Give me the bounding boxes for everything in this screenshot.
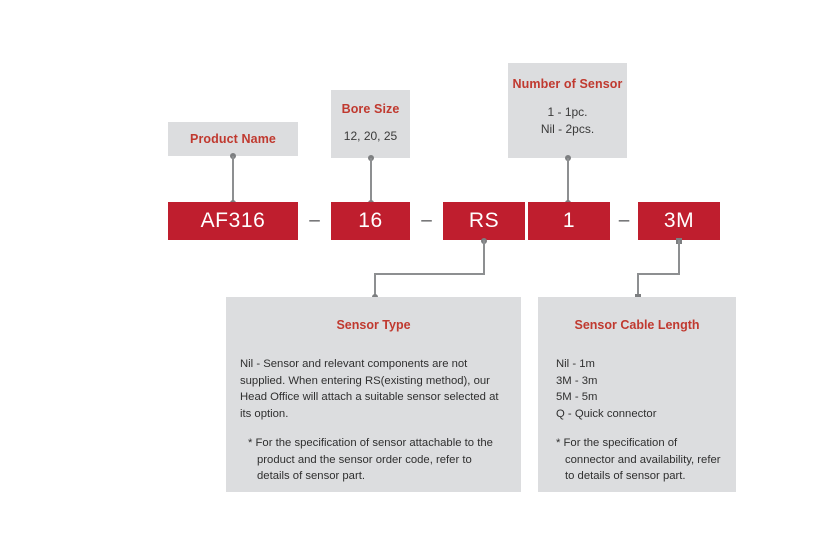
code-separator-1: – — [309, 210, 320, 231]
code-segment-number-of-sensor[interactable]: 1 — [528, 202, 610, 240]
detail-sensor-cable-length-option-2: 3M - 3m — [556, 374, 598, 387]
detail-sensor-cable-length-title: Sensor Cable Length — [574, 318, 700, 332]
connector-line-number-of-sensor — [567, 158, 569, 204]
code-separator-3: – — [618, 210, 630, 231]
connector-line-sensor-type-vertical-lower — [374, 273, 376, 297]
detail-sensor-type-title: Sensor Type — [336, 318, 411, 332]
detail-sensor-cable-length-option-3: 5M - 5m — [556, 391, 598, 403]
callout-number-of-sensor: Number of Sensor 1 - 1pc. Nil - 2pcs. — [508, 63, 627, 158]
connector-line-product-name — [232, 156, 234, 204]
code-segment-product-name[interactable]: AF316 — [168, 202, 298, 240]
connector-line-sensor-type-horizontal — [374, 273, 485, 275]
connector-line-sensor-cable-length-vertical-upper — [678, 240, 680, 274]
detail-sensor-cable-length-option-4: Q - Quick connector — [556, 407, 657, 420]
callout-number-of-sensor-options: 1 - 1pc. Nil - 2pcs. — [508, 104, 627, 138]
callout-bore-size: Bore Size 12, 20, 25 — [331, 90, 410, 158]
callout-product-name: Product Name — [168, 122, 298, 156]
detail-sensor-type-note: * For the specification of sensor attach… — [248, 437, 493, 482]
connector-line-sensor-cable-length-vertical-lower — [637, 273, 639, 297]
callout-bore-size-options: 12, 20, 25 — [343, 129, 398, 143]
detail-sensor-cable-length-option-1: Nil - 1m — [556, 358, 595, 370]
detail-box-sensor-cable-length: Sensor Cable Length Nil - 1m 3M - 3m 5M … — [538, 297, 736, 492]
connector-line-sensor-cable-length-horizontal — [637, 273, 680, 275]
callout-bore-size-title: Bore Size — [341, 102, 400, 116]
detail-box-sensor-type: Sensor Type Nil - Sensor and relevant co… — [226, 297, 521, 492]
code-segment-sensor-cable-length[interactable]: 3M — [638, 202, 720, 240]
code-separator-2: – — [421, 210, 432, 231]
detail-sensor-cable-length-note: * For the specification of connector and… — [556, 437, 721, 482]
connector-line-bore-size — [370, 158, 372, 204]
callout-number-of-sensor-title: Number of Sensor — [512, 77, 623, 91]
code-segment-sensor-type[interactable]: RS — [443, 202, 525, 240]
detail-sensor-cable-length-options: Nil - 1m 3M - 3m 5M - 5m Q - Quick conne… — [556, 356, 736, 422]
callout-number-of-sensor-option-1: 1 - 1pc. — [547, 105, 588, 119]
connector-line-sensor-type-vertical-upper — [483, 240, 485, 274]
detail-sensor-type-paragraph: Nil - Sensor and relevant components are… — [240, 358, 499, 420]
callout-number-of-sensor-option-2: Nil - 2pcs. — [540, 122, 595, 136]
callout-product-name-title: Product Name — [190, 132, 276, 146]
code-segment-bore-size[interactable]: 16 — [331, 202, 410, 240]
